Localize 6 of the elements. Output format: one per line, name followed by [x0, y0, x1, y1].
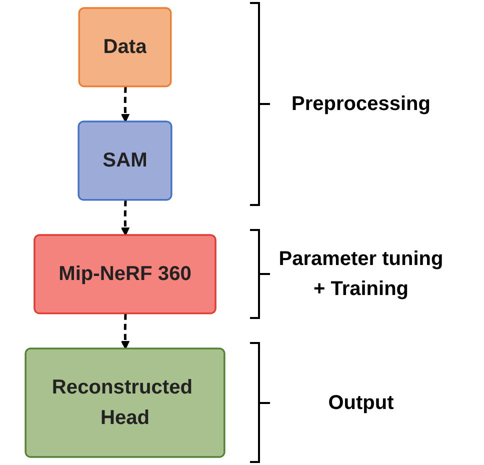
stage-label: Output: [327, 390, 395, 416]
arrow: [120, 200, 130, 236]
stage-label: Preprocessing: [290, 92, 432, 117]
arrow: [120, 314, 130, 350]
arrow: [120, 86, 130, 122]
stage-label: Parameter tuning + Training: [278, 247, 444, 302]
